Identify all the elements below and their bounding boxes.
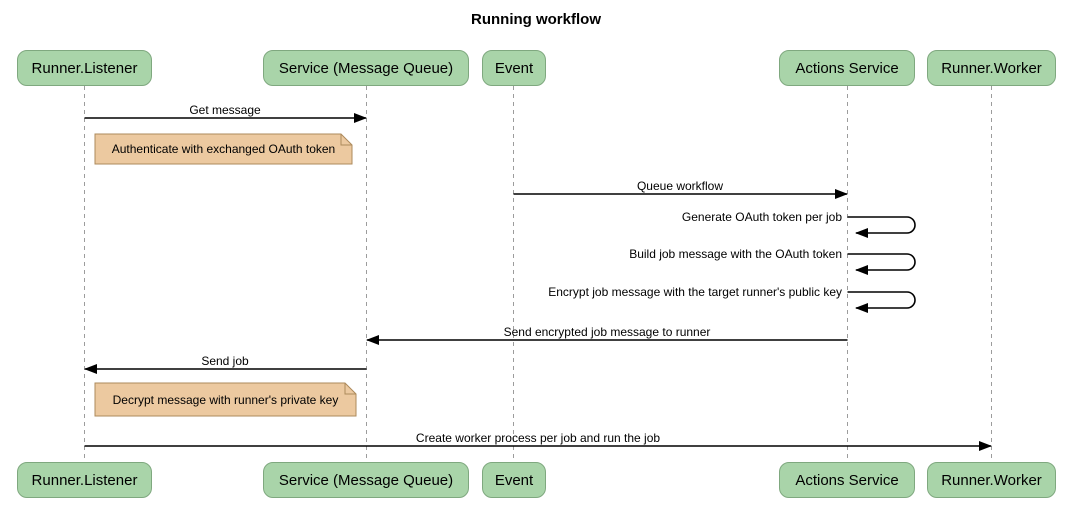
actor-service-message-queue-top: Service (Message Queue) bbox=[263, 50, 469, 86]
label-build-job-message: Build job message with the OAuth token bbox=[629, 247, 842, 261]
actor-runner-listener-top: Runner.Listener bbox=[17, 50, 152, 86]
actor-actions-service-top: Actions Service bbox=[779, 50, 915, 86]
arrow-self-encrypt-job-message bbox=[847, 291, 916, 313]
diagram-title: Running workflow bbox=[471, 11, 601, 28]
note-shapes bbox=[94, 133, 357, 417]
message-arrows bbox=[84, 113, 992, 451]
actor-runner-worker-top: Runner.Worker bbox=[927, 50, 1056, 86]
actor-runner-listener-bottom: Runner.Listener bbox=[17, 462, 152, 498]
actor-runner-worker-bottom: Runner.Worker bbox=[927, 462, 1056, 498]
label-get-message: Get message bbox=[189, 103, 261, 117]
label-create-worker-process: Create worker process per job and run th… bbox=[415, 431, 661, 445]
arrow-self-build-job-message bbox=[847, 253, 916, 275]
lifelines bbox=[84, 86, 992, 462]
arrow-self-generate-oauth-token bbox=[847, 216, 916, 238]
label-send-job: Send job bbox=[201, 354, 249, 368]
label-send-encrypted-job-message: Send encrypted job message to runner bbox=[503, 325, 711, 339]
note-authenticate-oauth-token: Authenticate with exchanged OAuth token bbox=[111, 142, 336, 156]
actor-service-message-queue-bottom: Service (Message Queue) bbox=[263, 462, 469, 498]
note-fold-authenticate bbox=[340, 134, 352, 146]
note-decrypt-message: Decrypt message with runner's private ke… bbox=[112, 392, 339, 407]
actor-actions-service-bottom: Actions Service bbox=[779, 462, 915, 498]
actor-event-bottom: Event bbox=[482, 462, 546, 498]
label-generate-oauth-token: Generate OAuth token per job bbox=[681, 210, 842, 224]
actor-event-top: Event bbox=[482, 50, 546, 86]
note-shape-decrypt bbox=[94, 382, 357, 417]
note-shape-authenticate bbox=[94, 133, 353, 165]
label-queue-workflow: Queue workflow bbox=[636, 179, 724, 193]
label-encrypt-job-message: Encrypt job message with the target runn… bbox=[548, 285, 842, 299]
note-fold-decrypt bbox=[344, 383, 356, 395]
